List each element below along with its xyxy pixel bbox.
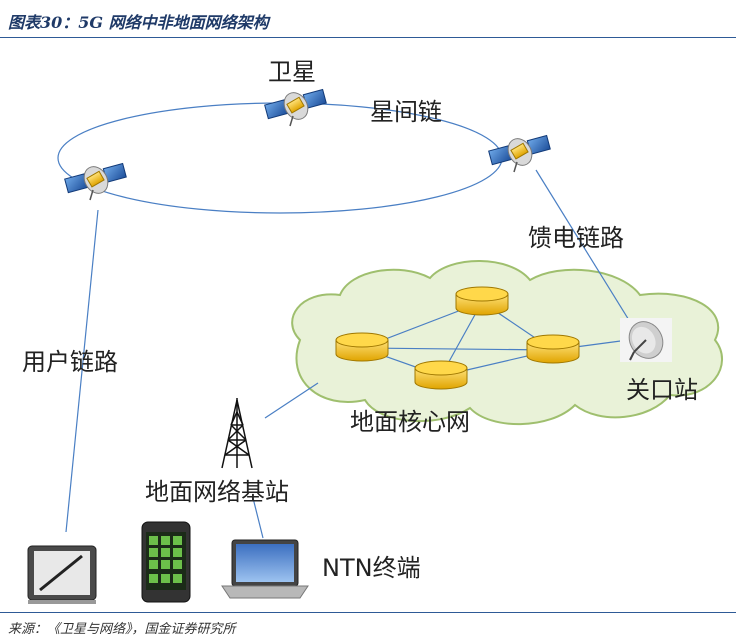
source-note: 来源：《卫星与网络》，国金证券研究所 [8, 622, 236, 637]
tablet-icon [27, 545, 97, 604]
footer-divider [0, 612, 736, 613]
header-divider [0, 37, 736, 38]
database-node-icon [335, 332, 389, 362]
ground-base-station-label: 地面网络基站 [145, 478, 289, 506]
core-network-label: 地面核心网 [350, 408, 470, 436]
figure-title: 图表30：5G 网络中非地面网络架构 [8, 13, 269, 32]
feeder-link-label: 馈电链路 [528, 224, 624, 252]
smartphone-icon [141, 521, 191, 603]
feeder-link-line [535, 169, 641, 339]
database-node-icon [414, 360, 468, 390]
figure-header: 图表30：5G 网络中非地面网络架构 [0, 0, 736, 40]
tower-icon [221, 398, 253, 469]
satellite-icon [63, 161, 128, 201]
core-link-3 [361, 347, 554, 351]
inter-satellite-link-label: 星间链 [370, 98, 442, 126]
dish-icon [620, 318, 672, 362]
backhaul-link-line [264, 382, 319, 419]
terminal-link-line [252, 497, 264, 539]
satellite-icon [487, 133, 552, 173]
core-network-cloud [291, 260, 723, 426]
laptop-icon [221, 539, 309, 599]
database-node-icon [455, 286, 509, 316]
database-node-icon [526, 334, 580, 364]
satellite-label: 卫星 [268, 58, 316, 86]
ntn-terminal-label: NTN终端 [322, 554, 421, 582]
satellite-icon [263, 87, 328, 127]
user-link-label: 用户链路 [22, 348, 118, 376]
figure-footer: 来源：《卫星与网络》，国金证券研究所 [0, 612, 736, 641]
user-link-line [65, 209, 99, 533]
gateway-label: 关口站 [626, 376, 698, 404]
